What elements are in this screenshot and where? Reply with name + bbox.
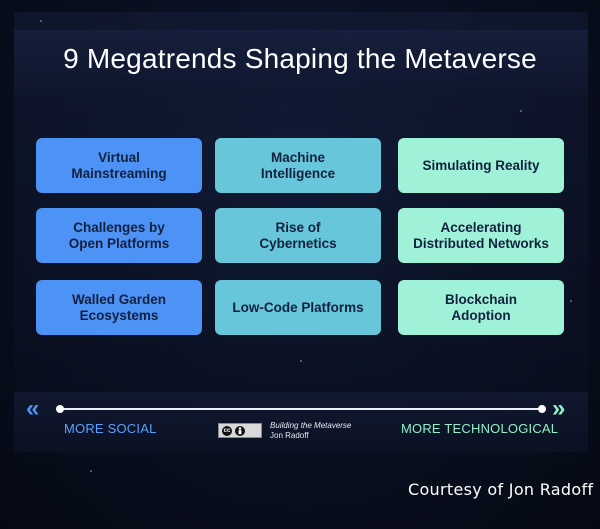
book-credit: Building the Metaverse Jon Radoff (270, 421, 351, 441)
spectrum-axis-line (60, 408, 542, 410)
axis-endpoint-right (538, 405, 546, 413)
axis-endpoint-left (56, 405, 64, 413)
axis-label-social: MORE SOCIAL (64, 421, 157, 436)
background-star (40, 20, 42, 22)
title-band (14, 30, 588, 90)
trend-tile-accelerating-distributed-networks: Accelerating Distributed Networks (398, 208, 564, 263)
courtesy-caption: Courtesy of Jon Radoff (408, 480, 594, 499)
background-star (300, 360, 302, 362)
trend-tile-challenges-open-platforms: Challenges by Open Platforms (36, 208, 202, 263)
background-star (570, 300, 572, 302)
page-title: 9 Megatrends Shaping the Metaverse (63, 43, 537, 74)
axis-label-technological: MORE TECHNOLOGICAL (401, 421, 559, 436)
axis-band (14, 392, 588, 452)
trend-tile-walled-garden-ecosystems: Walled Garden Ecosystems (36, 280, 202, 335)
trend-tile-machine-intelligence: Machine Intelligence (215, 138, 381, 193)
trend-tile-blockchain-adoption: Blockchain Adoption (398, 280, 564, 335)
book-title: Building the Metaverse (270, 421, 352, 430)
trend-tile-virtual-mainstreaming: Virtual Mainstreaming (36, 138, 202, 193)
trend-tile-simulating-reality: Simulating Reality (398, 138, 564, 193)
double-chevron-left-icon: « (26, 395, 40, 422)
creative-commons-badge: cc (218, 423, 262, 438)
trend-tile-rise-of-cybernetics: Rise of Cybernetics (215, 208, 381, 263)
trend-tile-low-code-platforms: Low-Code Platforms (215, 280, 381, 335)
book-author: Jon Radoff (270, 431, 309, 440)
double-chevron-right-icon: » (552, 395, 566, 422)
background-star (520, 110, 522, 112)
attribution-icon (235, 425, 245, 436)
background-star (90, 470, 92, 472)
creative-commons-icon: cc (222, 425, 232, 436)
